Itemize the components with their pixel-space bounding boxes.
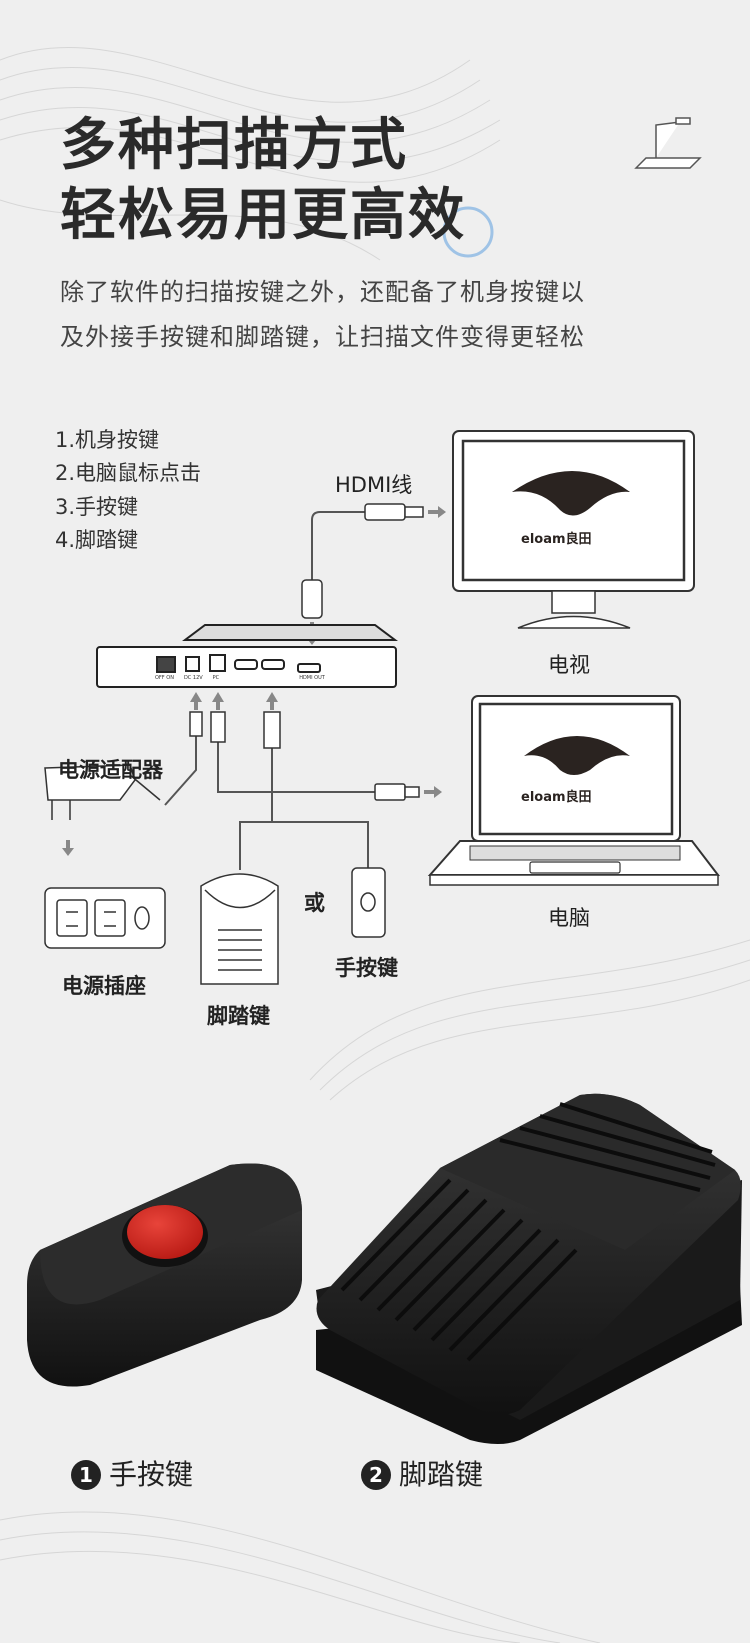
number-badge: 1 bbox=[71, 1460, 101, 1490]
or-label: 或 bbox=[304, 891, 325, 915]
decorative-circle bbox=[442, 206, 494, 258]
product-label-text: 手按键 bbox=[109, 1458, 194, 1491]
page-heading-line1: 多种扫描方式 bbox=[60, 113, 408, 178]
method-item: 4.脚踏键 bbox=[55, 528, 139, 552]
power-adapter-label: 电源适配器 bbox=[58, 758, 163, 782]
computer-label: 电脑 bbox=[548, 906, 590, 930]
hand-button-photo bbox=[27, 1163, 302, 1387]
port-label: HDMI OUT bbox=[299, 675, 325, 681]
power-socket-label: 电源插座 bbox=[62, 974, 146, 998]
laptop bbox=[427, 695, 721, 886]
foot-pedal-label: 脚踏键 bbox=[207, 1004, 270, 1028]
product-label-text: 脚踏键 bbox=[399, 1458, 484, 1491]
subtitle-line1: 除了软件的扫描按键之外，还配备了机身按键以 bbox=[60, 278, 585, 306]
product-label-hand-button: 1 手按键 bbox=[71, 1460, 193, 1490]
hdmi-cable bbox=[311, 511, 365, 590]
number-badge: 2 bbox=[361, 1460, 391, 1490]
port-label: OFF ON bbox=[155, 675, 174, 681]
power-adapter bbox=[44, 764, 161, 820]
product-label-foot-pedal: 2 脚踏键 bbox=[361, 1460, 483, 1490]
foot-pedal-photo bbox=[316, 1093, 742, 1444]
port-label: DC 12V bbox=[183, 675, 203, 681]
method-item: 3.手按键 bbox=[55, 495, 139, 519]
tv-label: 电视 bbox=[548, 653, 590, 677]
port-label: PC bbox=[212, 675, 220, 681]
power-socket bbox=[44, 887, 166, 949]
brand-logo-tv: eloam良田 bbox=[521, 532, 592, 547]
hand-button-drawing bbox=[351, 867, 386, 938]
hand-button-label: 手按键 bbox=[335, 956, 398, 980]
brand-logo-laptop: eloam良田 bbox=[521, 790, 592, 805]
hdmi-cable-label: HDMI线 bbox=[335, 473, 413, 497]
subtitle-line2: 及外接手按键和脚踏键，让扫描文件变得更轻松 bbox=[60, 323, 585, 351]
method-item: 2.电脑鼠标点击 bbox=[55, 461, 202, 485]
page-heading-line2: 轻松易用更高效 bbox=[60, 183, 466, 248]
method-item: 1.机身按键 bbox=[55, 428, 160, 452]
scanner-base-device bbox=[96, 624, 398, 688]
tv-monitor bbox=[452, 430, 695, 629]
port-labels: OFF ON DC 12V PC HDMI OUT bbox=[155, 675, 325, 681]
hdmi-connector-icon bbox=[301, 503, 446, 645]
foot-pedal-drawing bbox=[200, 873, 279, 985]
